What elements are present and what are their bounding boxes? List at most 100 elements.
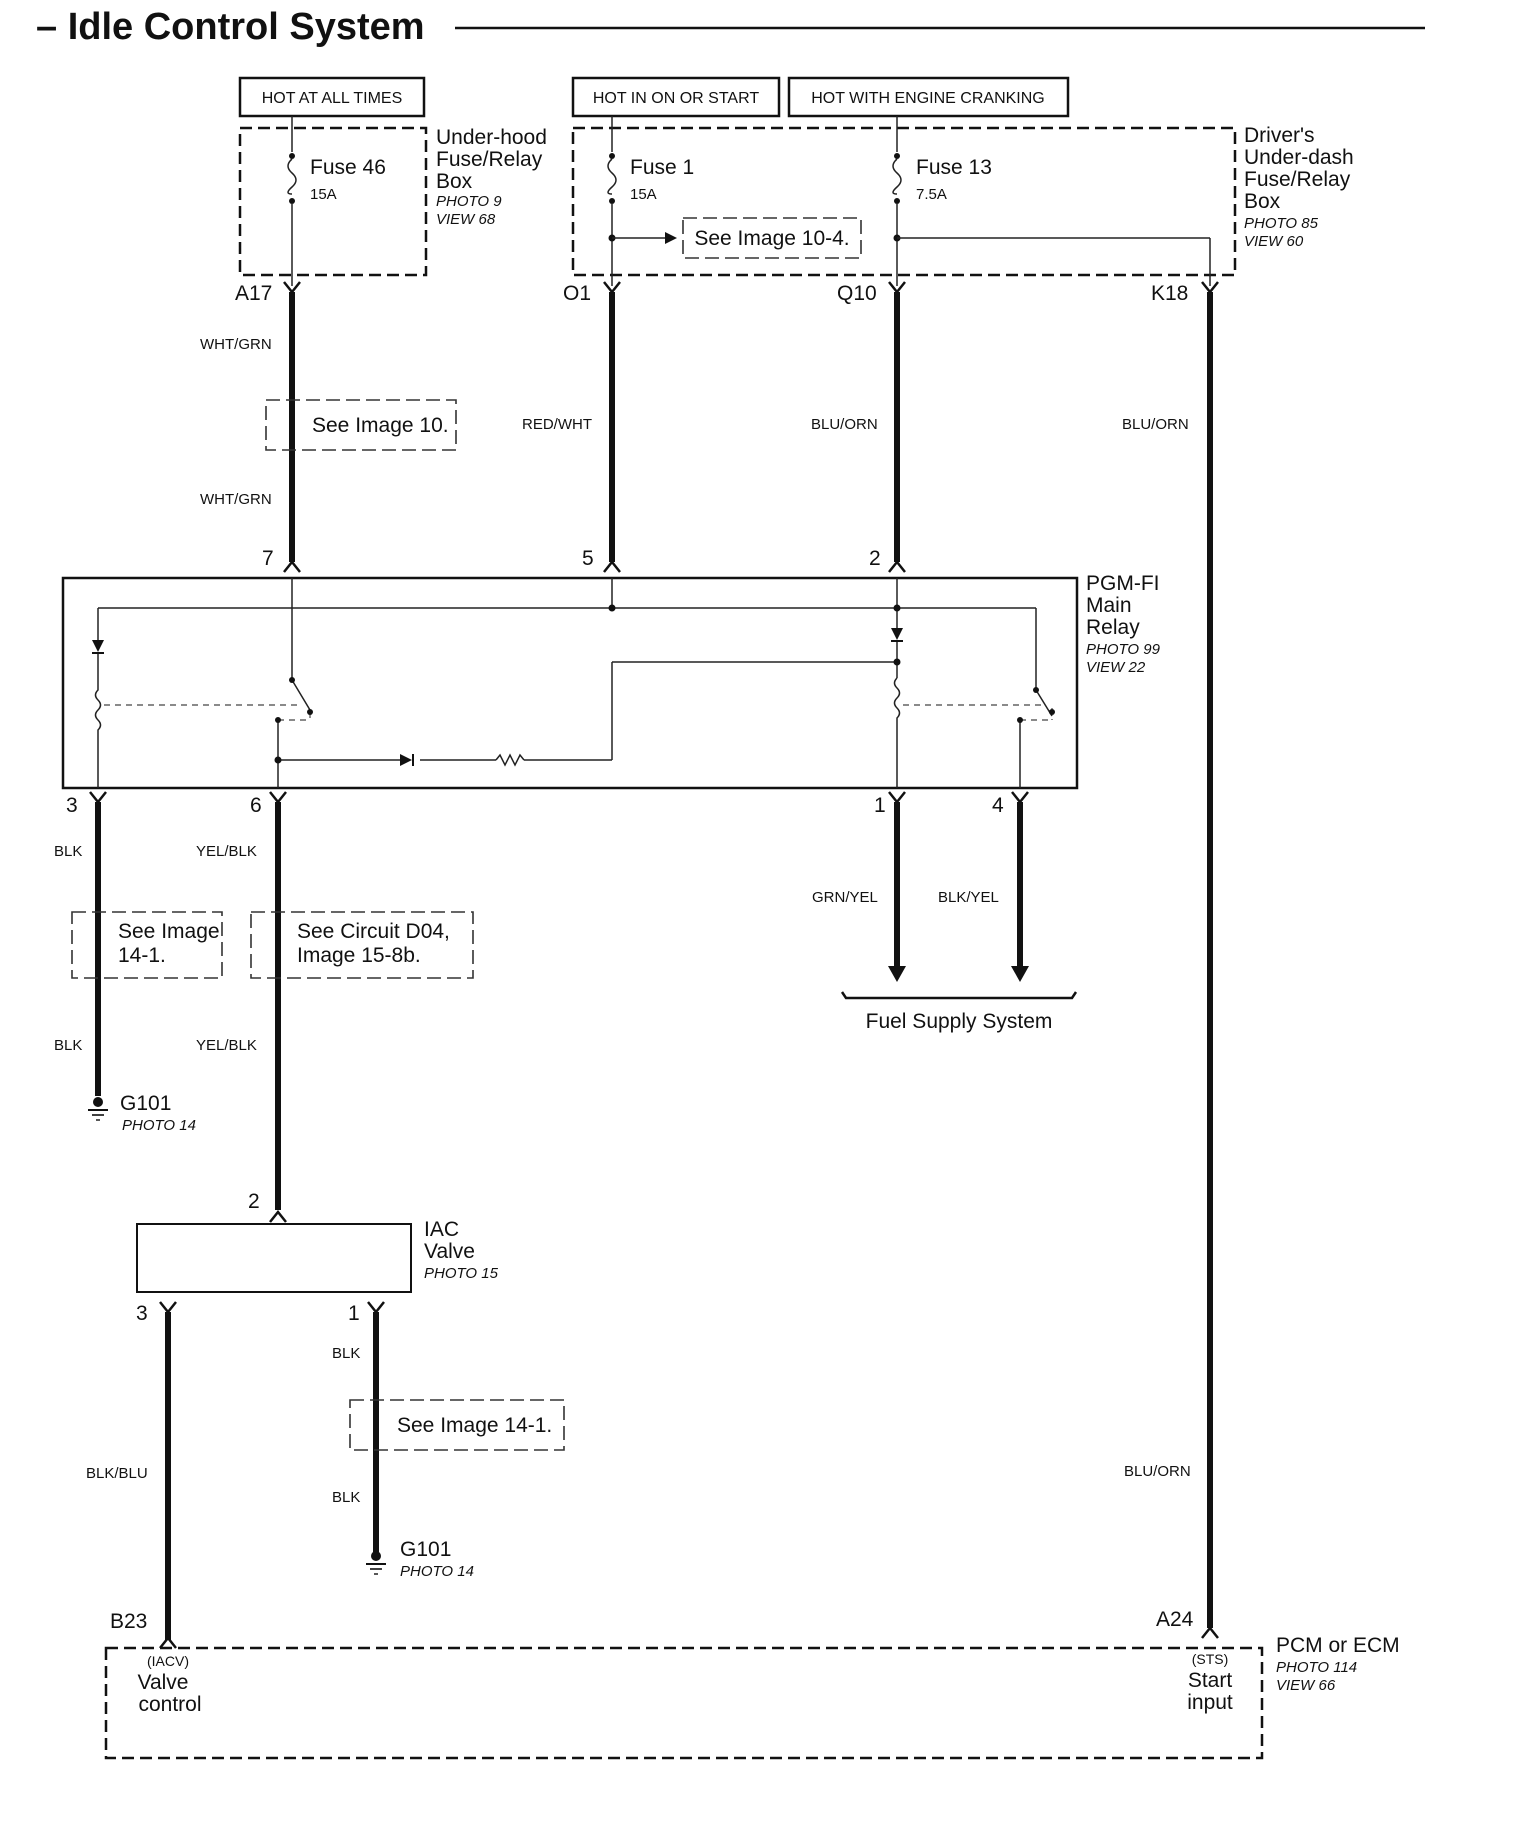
iac-pin-3: 3 xyxy=(136,1302,148,1325)
wire-label-yel-blk-top: YEL/BLK xyxy=(196,843,257,860)
connector-b23: B23 xyxy=(110,1610,147,1633)
fuse1-rating: 15A xyxy=(630,186,657,203)
iac-pin2-connector-mark xyxy=(269,1209,287,1223)
underhood-label-2: Fuse/Relay xyxy=(436,148,543,171)
wire-label-blk-iac-top: BLK xyxy=(332,1345,360,1362)
hot-at-all-times-label: HOT AT ALL TIMES xyxy=(262,90,403,107)
underhood-label-1: Under-hood xyxy=(436,126,547,149)
underdash-fuse-box xyxy=(571,126,1237,277)
wire-label-blu-orn-q10: BLU/ORN xyxy=(811,416,878,433)
pcm-sts-label-2: input xyxy=(1187,1691,1233,1714)
iac-valve xyxy=(136,1223,412,1293)
relay-nodes xyxy=(92,604,1055,766)
relay-pin-6: 6 xyxy=(250,794,262,817)
iac-photo: PHOTO 15 xyxy=(424,1265,499,1282)
diagram-title: – Idle Control System xyxy=(36,6,425,48)
pcm-sts-code: (STS) xyxy=(1192,1651,1229,1667)
wire-label-yel-blk-bottom: YEL/BLK xyxy=(196,1037,257,1054)
see-image-14-1-a-line2: 14-1. xyxy=(118,944,166,967)
ground-g101-iac-photo: PHOTO 14 xyxy=(400,1563,474,1580)
pcm-ecm-box xyxy=(104,1646,1264,1760)
pcm-view: VIEW 66 xyxy=(1276,1677,1336,1694)
relay-label-3: Relay xyxy=(1086,616,1140,639)
underhood-photo: PHOTO 9 xyxy=(436,193,502,210)
underdash-label-2: Under-dash xyxy=(1244,146,1354,169)
pcm-connector-marks xyxy=(159,1625,1219,1649)
fuse13-bottom-node xyxy=(894,198,900,204)
connector-q10: Q10 xyxy=(837,282,877,305)
relay-coil-links xyxy=(104,704,1053,721)
wire-label-grn-yel: GRN/YEL xyxy=(812,889,878,906)
ground-g101-iac-name: G101 xyxy=(400,1538,451,1561)
wire-label-blk-yel: BLK/YEL xyxy=(938,889,999,906)
see-image-14-1-box-b xyxy=(349,1399,565,1451)
arrow-grn-yel xyxy=(888,966,906,982)
relay-label-2: Main xyxy=(1086,594,1132,617)
see-image-14-1-box-a xyxy=(71,911,223,979)
wire-label-blk-blu: BLK/BLU xyxy=(86,1465,148,1482)
fuse13-name: Fuse 13 xyxy=(916,156,992,179)
pcm-title: PCM or ECM xyxy=(1276,1634,1400,1657)
pcm-sts-label-1: Start xyxy=(1188,1669,1233,1692)
underdash-label-1: Driver's xyxy=(1244,124,1315,147)
relay-view: VIEW 22 xyxy=(1086,659,1146,676)
ground-g101-relay-photo: PHOTO 14 xyxy=(122,1117,196,1134)
fuse1-branch-arrow xyxy=(665,232,677,244)
arrow-blk-yel xyxy=(1011,966,1029,982)
underhood-label-3: Box xyxy=(436,170,473,193)
iac-pin-2: 2 xyxy=(248,1190,260,1213)
connector-k18: K18 xyxy=(1151,282,1188,305)
fuse46-element xyxy=(287,158,297,195)
relay-label-1: PGM-FI xyxy=(1086,572,1160,595)
relay-internal-circuit xyxy=(94,578,1053,788)
fuse1-element xyxy=(607,158,617,195)
relay-pin-3: 3 xyxy=(66,794,78,817)
fuse46-bottom-node xyxy=(289,198,295,204)
relay-photo: PHOTO 99 xyxy=(1086,641,1161,658)
ground-g101-iac-icon xyxy=(366,1551,386,1575)
hot-with-engine-cranking-label: HOT WITH ENGINE CRANKING xyxy=(811,90,1045,107)
see-image-14-1-a-line1: See Image xyxy=(118,920,220,943)
connector-a17: A17 xyxy=(235,282,272,305)
relay-pin-7: 7 xyxy=(262,547,274,570)
see-circuit-d04-line2: Image 15-8b. xyxy=(297,944,421,967)
iac-pin-1: 1 xyxy=(348,1302,360,1325)
fuse13-rating: 7.5A xyxy=(916,186,947,203)
wire-label-blk-iac-bottom: BLK xyxy=(332,1489,360,1506)
see-image-10-label: See Image 10. xyxy=(312,414,449,437)
wire-label-blk-pin3-top: BLK xyxy=(54,843,82,860)
fuel-supply-bracket xyxy=(840,991,1078,1000)
relay-pin-5: 5 xyxy=(582,547,594,570)
fuse1-name: Fuse 1 xyxy=(630,156,694,179)
wire-label-red-wht: RED/WHT xyxy=(522,416,592,433)
see-circuit-d04-line1: See Circuit D04, xyxy=(297,920,450,943)
fuse13-top-node xyxy=(894,153,900,159)
pgm-fi-main-relay xyxy=(61,576,1079,790)
fuse46-name: Fuse 46 xyxy=(310,156,386,179)
see-image-14-1-b-label: See Image 14-1. xyxy=(397,1414,552,1437)
underdash-view: VIEW 60 xyxy=(1244,233,1304,250)
see-image-10-4-box xyxy=(682,217,862,259)
hot-in-on-or-start-label: HOT IN ON OR START xyxy=(593,90,759,107)
iac-label-2: Valve xyxy=(424,1240,475,1263)
hot-with-engine-cranking-box xyxy=(787,76,1070,118)
fuse1-top-node xyxy=(609,153,615,159)
wire-label-wht-grn-bottom: WHT/GRN xyxy=(200,491,272,508)
see-circuit-d04-box xyxy=(250,911,474,979)
see-image-10-4-label: See Image 10-4. xyxy=(694,227,849,250)
fuse46-top-node xyxy=(289,153,295,159)
ground-g101-relay-name: G101 xyxy=(120,1092,171,1115)
relay-top-connector-marks xyxy=(283,559,906,573)
hot-in-on-or-start-box xyxy=(571,76,781,118)
underhood-fuse-box xyxy=(238,126,428,277)
wire-label-wht-grn-top: WHT/GRN xyxy=(200,336,272,353)
relay-pin-1: 1 xyxy=(874,794,886,817)
fuse46-rating: 15A xyxy=(310,186,337,203)
connector-o1: O1 xyxy=(563,282,591,305)
iac-label-1: IAC xyxy=(424,1218,459,1241)
ground-g101-relay-icon xyxy=(88,1097,108,1121)
fuse1-bottom-node xyxy=(609,198,615,204)
pcm-photo: PHOTO 114 xyxy=(1276,1659,1357,1676)
connector-a24: A24 xyxy=(1156,1608,1194,1631)
